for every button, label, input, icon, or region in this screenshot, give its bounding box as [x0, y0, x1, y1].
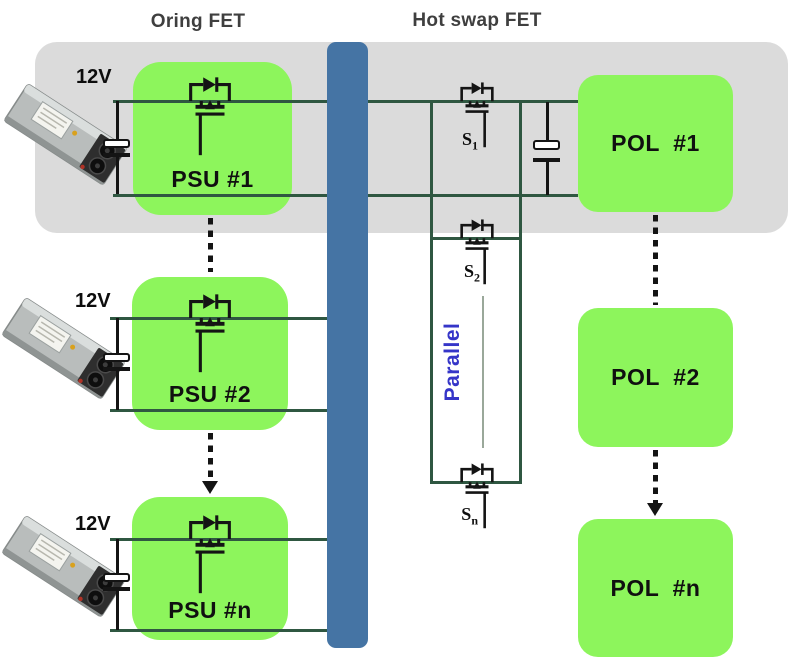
oring-mosfet-icon [188, 292, 232, 375]
parallel-box-top-edge [430, 237, 522, 240]
arrow-down-icon [647, 503, 663, 516]
voltage-label-row2: 12V [75, 290, 111, 312]
pol-input-capacitor-icon [533, 102, 561, 195]
pol-continuation-dashes [652, 215, 658, 305]
wire-row2-positive [110, 317, 332, 320]
voltage-label-row3: 12V [75, 513, 111, 535]
parallel-rail-right [519, 100, 522, 483]
psu1-box: PSU #1 [133, 62, 292, 215]
pol2-label: POL #2 [611, 364, 700, 390]
capacitor-icon [103, 101, 131, 195]
oring-fet-title: Oring FET [150, 11, 246, 32]
wire-row2-return [110, 409, 332, 412]
pol1-label: POL #1 [611, 130, 700, 156]
psun-label: PSU #n [168, 597, 252, 623]
bus-bar [327, 42, 368, 648]
switch-label-s2: S2 [463, 261, 480, 285]
pol2-box: POL #2 [578, 308, 733, 447]
parallel-label: Parallel [441, 322, 464, 402]
pol1-box: POL #1 [578, 75, 733, 212]
hot-swap-fet-title: Hot swap FET [412, 10, 542, 31]
psu-continuation-dashes [207, 433, 213, 481]
poln-label: POL #n [610, 574, 701, 601]
arrow-down-icon [202, 481, 218, 494]
psu1-label: PSU #1 [171, 166, 254, 192]
ellipsis-continuation-line [482, 296, 484, 448]
parallel-rail-left [430, 100, 433, 483]
switch-label-sn: Sn [461, 504, 478, 528]
psun-box: PSU #n [132, 497, 288, 640]
psu-continuation-dashes [207, 218, 213, 272]
oring-mosfet-icon [188, 75, 232, 158]
wire-row3-positive [110, 538, 332, 541]
psu2-label: PSU #2 [168, 381, 252, 407]
oring-mosfet-icon [188, 513, 232, 596]
pol-continuation-dashes [652, 450, 658, 503]
switch-label-s1: S1 [461, 129, 478, 153]
parallel-box-bottom-edge [430, 481, 522, 484]
capacitor-icon [103, 318, 131, 410]
voltage-label-row1: 12V [76, 66, 112, 88]
wire-row3-return [110, 629, 332, 632]
capacitor-icon [103, 539, 131, 630]
poln-box: POL #n [578, 519, 733, 657]
